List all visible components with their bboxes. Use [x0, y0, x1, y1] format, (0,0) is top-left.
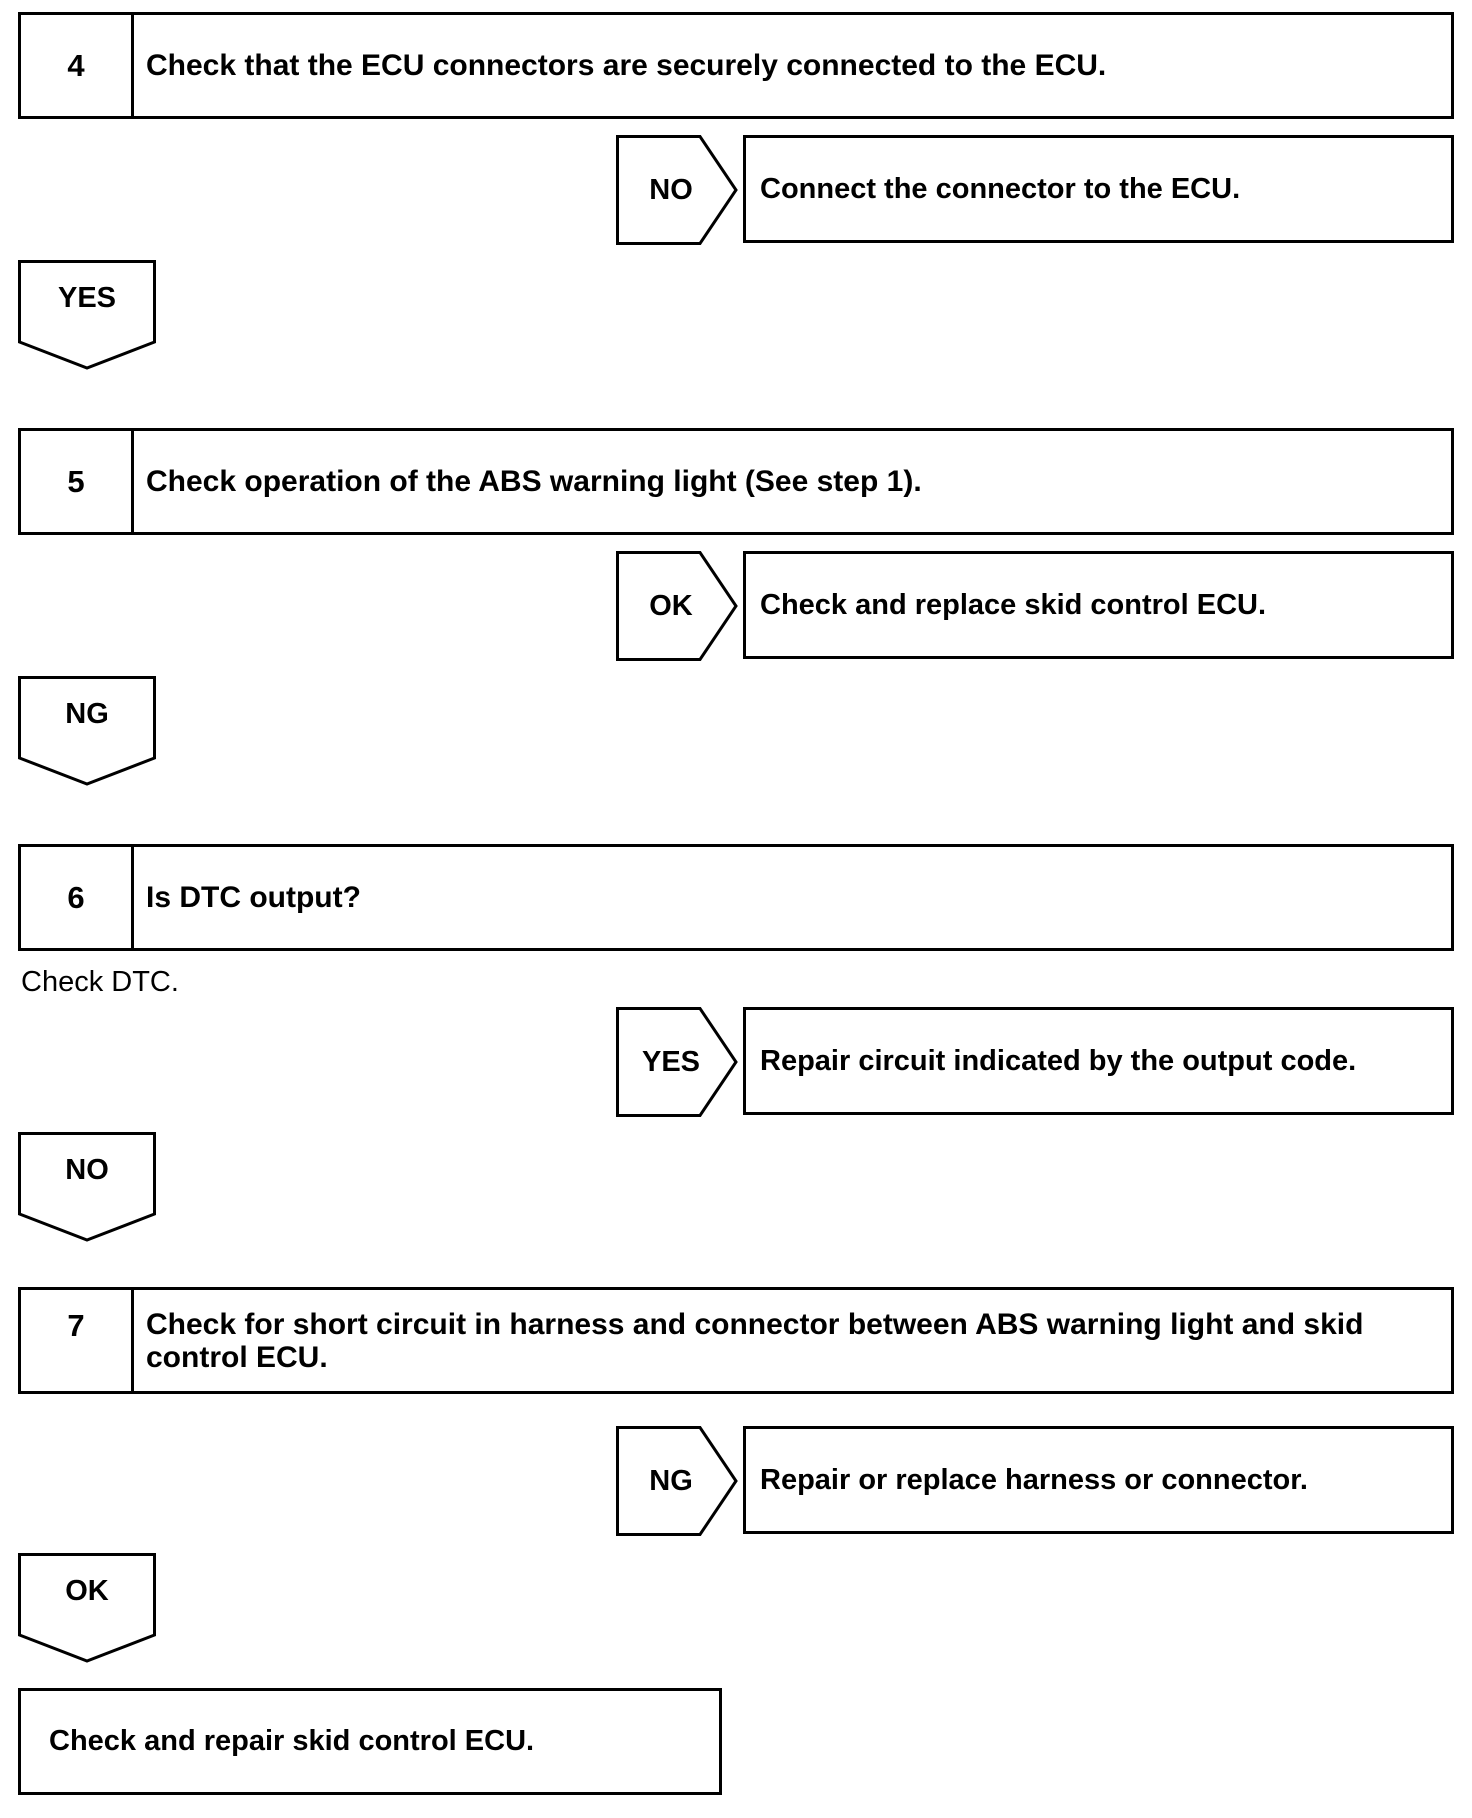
step-6-continue-label: NO [65, 1154, 109, 1186]
step-4-branch-action: Connect the connector to the ECU. [743, 135, 1454, 243]
step-7-box: 7 Check for short circuit in harness and… [18, 1287, 1454, 1394]
step-5-branch-action: Check and replace skid control ECU. [743, 551, 1454, 659]
step-4-number: 4 [21, 15, 134, 116]
step-7-question: Check for short circuit in harness and c… [146, 1308, 1364, 1374]
step-6-branch-arrow: YES [616, 1007, 740, 1117]
step-6-note: Check DTC. [21, 966, 179, 998]
step-5-continue-label: NG [65, 698, 109, 730]
step-5-box: 5 Check operation of the ABS warning lig… [18, 428, 1454, 535]
step-5-continue-arrow: NG [18, 676, 156, 788]
step-6-branch-action: Repair circuit indicated by the output c… [743, 1007, 1454, 1115]
step-6-number: 6 [21, 847, 134, 948]
step-5-number: 5 [21, 431, 134, 532]
step-7-number: 7 [21, 1290, 134, 1391]
step-7-branch-action: Repair or replace harness or connector. [743, 1426, 1454, 1534]
step-4-question: Check that the ECU connectors are secure… [146, 49, 1107, 82]
step-5-branch-arrow: OK [616, 551, 740, 661]
step-7-continue-label: OK [65, 1575, 109, 1607]
step-4-box: 4 Check that the ECU connectors are secu… [18, 12, 1454, 119]
final-action-box: Check and repair skid control ECU. [18, 1688, 722, 1795]
step-4-continue-arrow: YES [18, 260, 156, 372]
step-4-branch-arrow: NO [616, 135, 740, 245]
step-6-continue-arrow: NO [18, 1132, 156, 1244]
step-5-question: Check operation of the ABS warning light… [146, 465, 922, 498]
step-4-branch-label: NO [649, 173, 693, 206]
step-7-branch-arrow: NG [616, 1426, 740, 1536]
step-7-continue-arrow: OK [18, 1553, 156, 1665]
step-6-branch-label: YES [641, 1045, 701, 1078]
step-5-branch-label: OK [649, 589, 693, 622]
step-7-branch-label: NG [649, 1464, 693, 1497]
step-6-box: 6 Is DTC output? [18, 844, 1454, 951]
step-4-continue-label: YES [57, 282, 117, 314]
step-6-question: Is DTC output? [146, 881, 361, 914]
